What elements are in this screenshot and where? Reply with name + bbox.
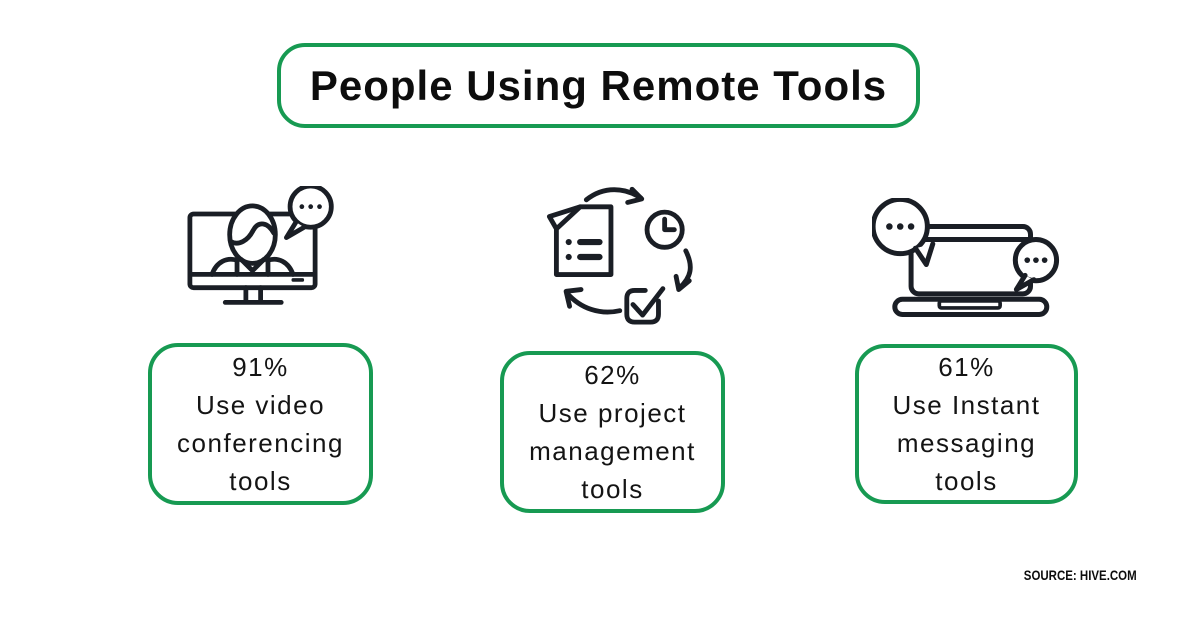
stat-label: Use video conferencing tools bbox=[177, 390, 344, 496]
video-conferencing-icon bbox=[187, 186, 334, 305]
stat-card-instant-messaging: 61% Use Instant messaging tools bbox=[855, 344, 1078, 504]
stat-percent: 62% bbox=[584, 360, 641, 390]
person-shape bbox=[209, 203, 296, 277]
source-attribution: SOURCE: HIVE.COM bbox=[1024, 567, 1137, 583]
stat-percent: 91% bbox=[232, 352, 289, 382]
speech-bubble-icon bbox=[283, 186, 334, 240]
stat-percent: 61% bbox=[938, 352, 995, 382]
clock-icon bbox=[644, 209, 685, 250]
chat-bubble-right-icon bbox=[1012, 237, 1060, 292]
checkbox-icon bbox=[624, 286, 666, 325]
stat-label: Use Instant messaging tools bbox=[892, 390, 1041, 496]
page-title: People Using Remote Tools bbox=[309, 61, 888, 109]
project-management-cycle-icon bbox=[546, 186, 693, 325]
stat-card-project-management: 62% Use project management tools bbox=[500, 351, 725, 513]
cycle-arrows bbox=[563, 186, 693, 315]
document-icon bbox=[546, 204, 614, 278]
stat-label: Use project management tools bbox=[529, 398, 696, 504]
title-banner: People Using Remote Tools bbox=[277, 43, 920, 128]
instant-messaging-icon bbox=[872, 198, 1060, 317]
chat-bubble-left-icon bbox=[872, 198, 936, 268]
stat-card-video-conferencing: 91% Use video conferencing tools bbox=[148, 343, 373, 505]
